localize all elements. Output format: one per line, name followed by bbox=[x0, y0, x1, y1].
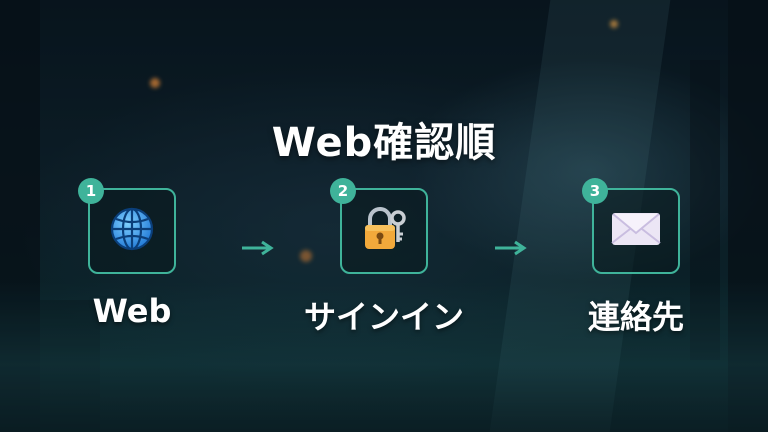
step-1-label: Web bbox=[92, 292, 172, 330]
envelope-icon bbox=[610, 209, 662, 253]
step-2-label: サインイン bbox=[303, 298, 464, 336]
step-2-badge: 2 bbox=[330, 178, 356, 204]
step-3-label: 連絡先 bbox=[587, 298, 684, 336]
step-1-badge: 1 bbox=[78, 178, 104, 204]
step-2-card: 2 bbox=[330, 178, 428, 274]
step-3-card: 3 bbox=[582, 178, 680, 274]
page-title: Web確認順 bbox=[271, 120, 497, 166]
step-1-card: 1 bbox=[78, 178, 176, 274]
step-3-badge: 3 bbox=[582, 178, 608, 204]
globe-icon bbox=[108, 205, 156, 257]
arrow-right-icon bbox=[242, 240, 274, 256]
lock-key-icon bbox=[359, 204, 409, 258]
arrow-right-icon bbox=[495, 240, 527, 256]
